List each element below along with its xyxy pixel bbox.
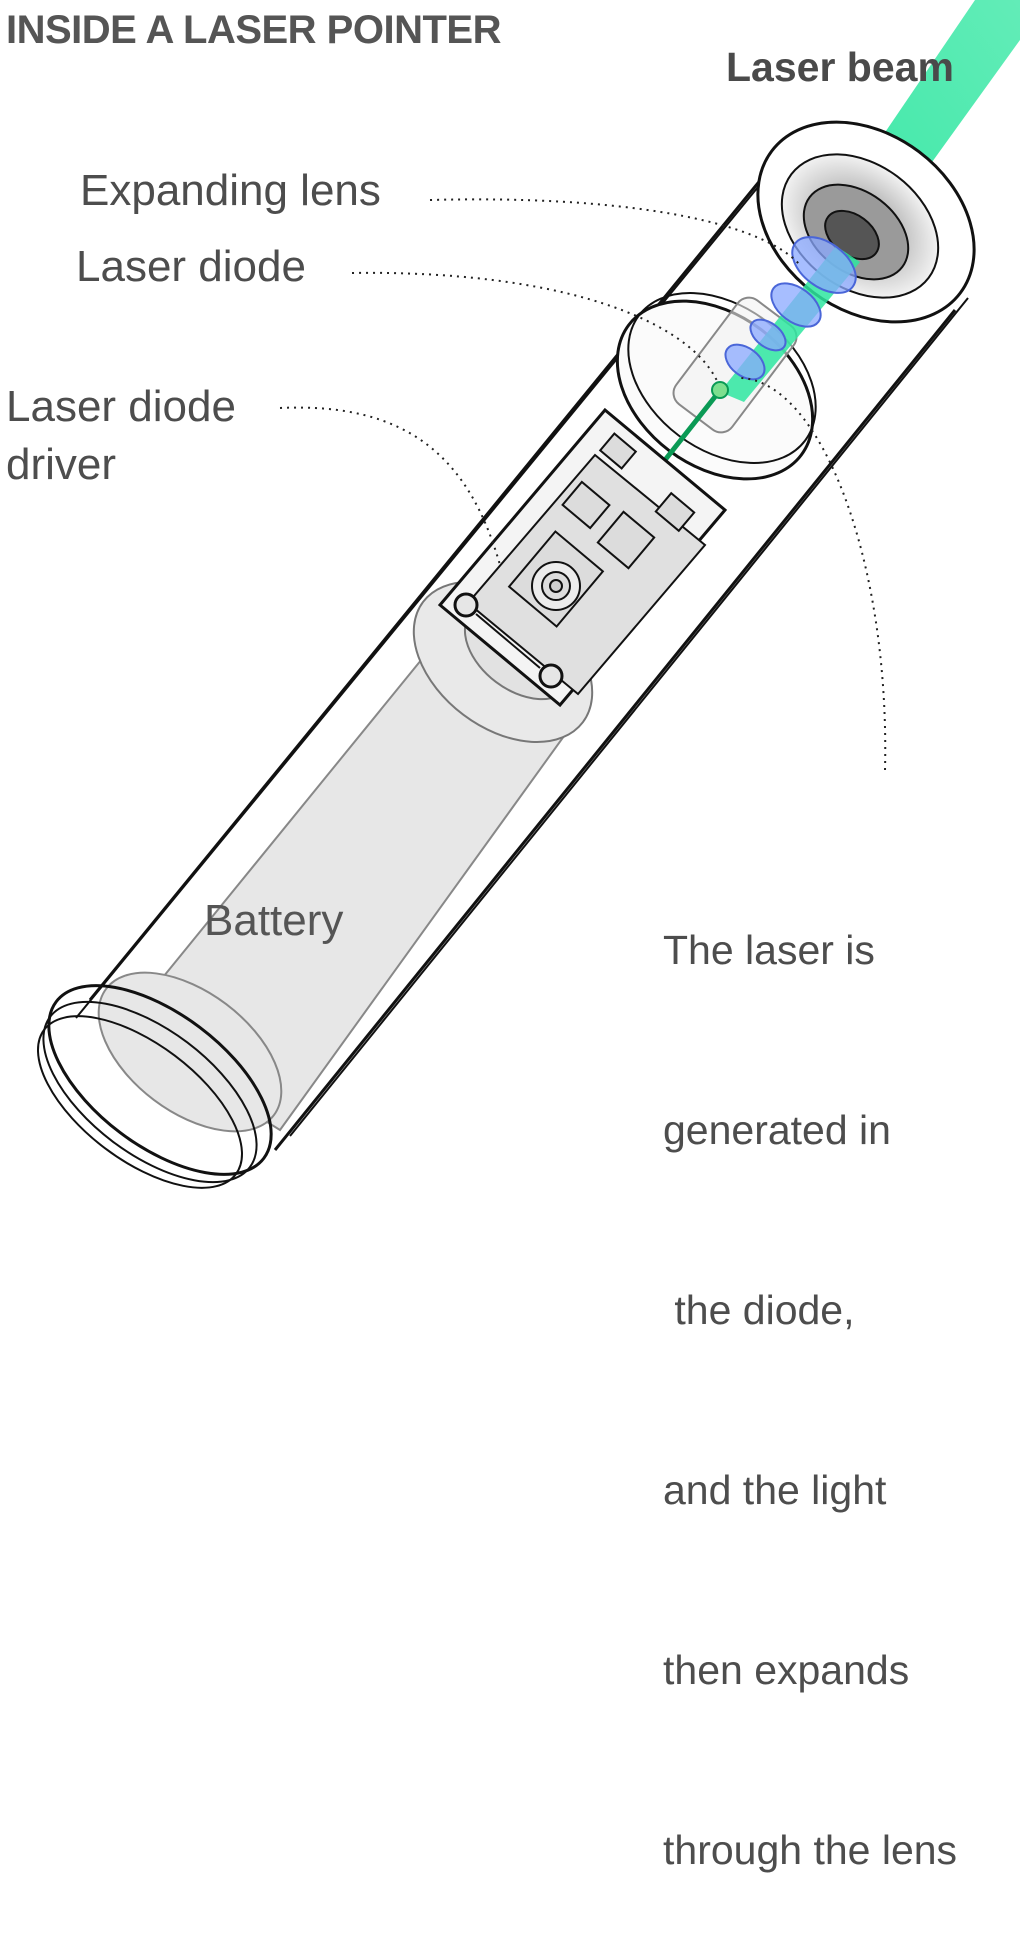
caption-line: generated in (663, 1100, 957, 1160)
label-laser-diode-driver: Laser diode driver (6, 378, 236, 494)
caption-line: and the light (663, 1460, 957, 1520)
label-laser-diode-driver-line2: driver (6, 436, 236, 494)
label-laser-diode: Laser diode (76, 242, 306, 292)
diagram-title: INSIDE A LASER POINTER (6, 8, 501, 53)
caption: The laser is generated in the diode, and… (663, 800, 957, 1940)
caption-line: the diode, (663, 1280, 957, 1340)
label-laser-diode-driver-line1: Laser diode (6, 378, 236, 436)
caption-line: then expands (663, 1640, 957, 1700)
label-laser-beam: Laser beam (726, 44, 954, 91)
caption-line: The laser is (663, 920, 957, 980)
label-battery: Battery (204, 896, 343, 946)
leader-expanding-lens (430, 199, 800, 265)
label-expanding-lens: Expanding lens (80, 166, 381, 216)
caption-line: through the lens (663, 1820, 957, 1880)
